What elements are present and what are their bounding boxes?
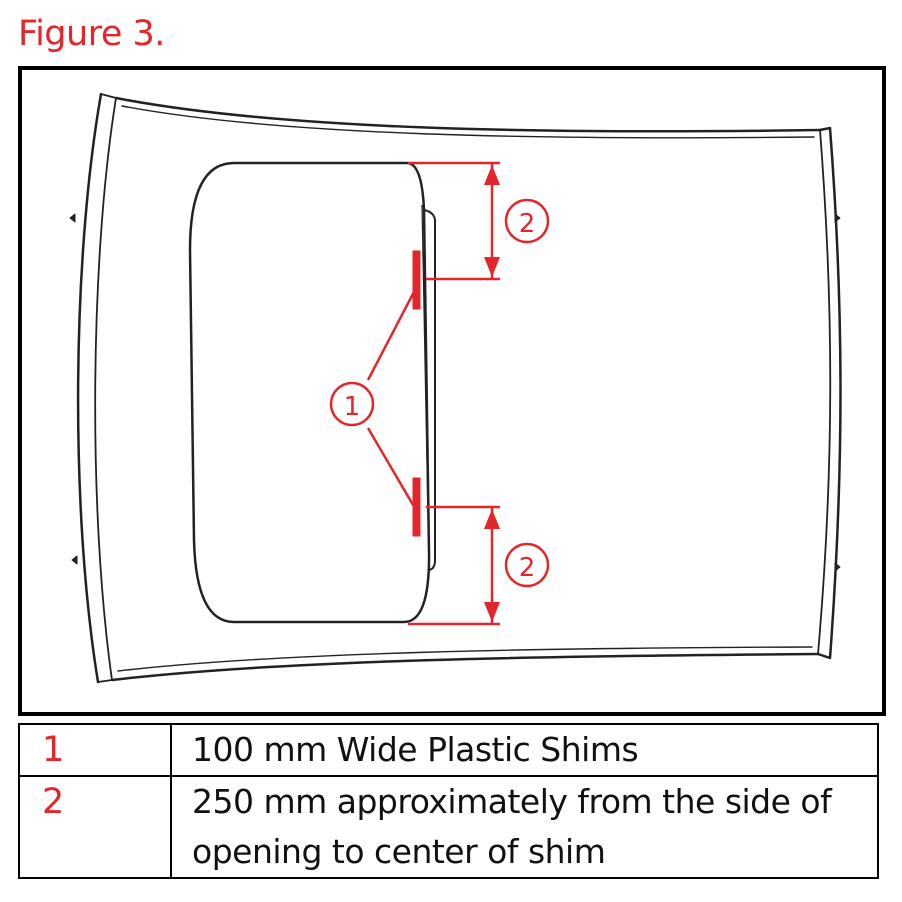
callout-1: 1 [329,381,375,427]
roof-top-edge [114,96,822,133]
sunroof-opening [188,161,436,624]
dimension-lines [408,161,500,626]
roof-bottom-edge [110,652,820,682]
callout-2-lower: 2 [504,542,550,588]
legend-text: 100 mm Wide Plastic Shims [170,723,879,777]
dimension-arrowheads [484,165,500,622]
callout-2-upper: 2 [504,198,550,244]
callout-1-leaders [366,287,418,511]
legend-number: 1 [18,723,172,777]
figure-title: Figure 3. [18,14,165,54]
roof-diagram-svg: 1 2 2 [69,92,842,684]
roof-right-end [816,126,842,660]
legend-row: 2 250 mm approximately from the side of … [18,775,879,879]
callout-2-upper-number: 2 [519,209,536,239]
legend-text: 250 mm approximately from the side of op… [170,775,879,879]
roof-diagram: 1 2 2 [18,66,886,716]
callout-1-number: 1 [344,392,361,422]
shim-upper [412,250,421,310]
callout-2-lower-number: 2 [519,553,536,583]
legend-table: 1 100 mm Wide Plastic Shims 2 250 mm app… [18,723,879,879]
roof-left-end [76,92,103,684]
roof-panel [69,92,842,684]
legend-row: 1 100 mm Wide Plastic Shims [18,723,879,777]
legend-number: 2 [18,775,172,879]
